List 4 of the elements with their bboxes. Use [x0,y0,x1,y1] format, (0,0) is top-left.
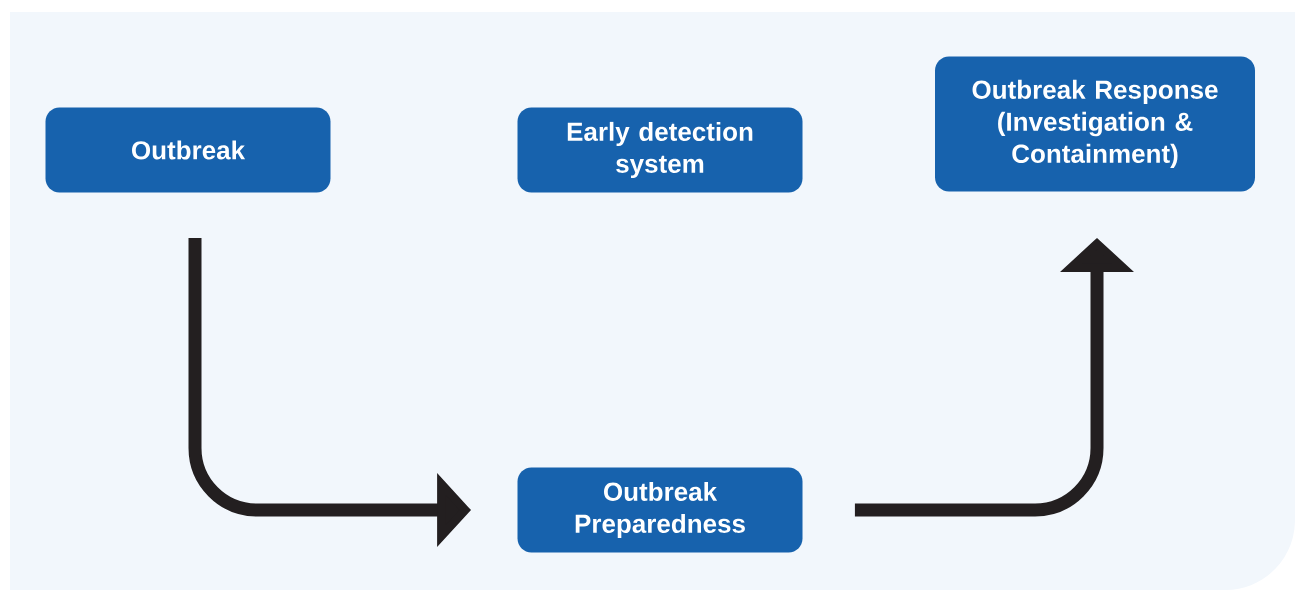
process-box: Outbreak [45,107,331,193]
process-box: Early detection system [517,107,803,193]
process-box: Outbreak Preparedness [517,467,803,553]
process-box: Outbreak Response (Investigation & Containment) [935,56,1255,192]
